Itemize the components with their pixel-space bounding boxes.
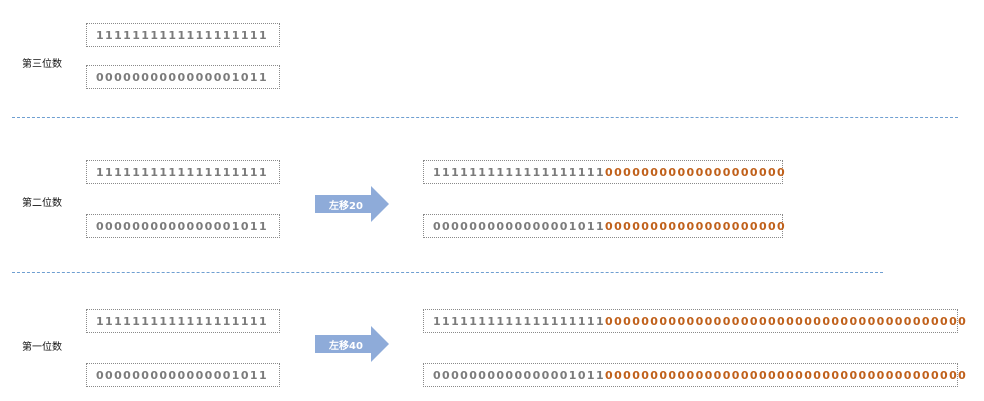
bit-string-base: 0000000000000001011 xyxy=(433,219,606,233)
shift-arrow-20: 左移20 xyxy=(315,186,389,222)
bit-string-shifted-zeros: 00000000000000000000 xyxy=(605,219,787,233)
bit-string-base: 1111111111111111111 xyxy=(433,314,606,328)
section-divider-2 xyxy=(12,272,883,273)
section-label-third: 第三位数 xyxy=(22,59,62,70)
bit-box-first-row2: 0000000000000001011 xyxy=(86,363,280,387)
right-arrow-icon xyxy=(315,326,389,362)
shift-arrow-label: 左移40 xyxy=(329,340,363,352)
bit-box-second-row2: 0000000000000001011 xyxy=(86,214,280,238)
bit-string: 1111111111111111111 xyxy=(96,28,269,42)
bit-box-third-row1: 1111111111111111111 xyxy=(86,23,280,47)
bit-string-shifted-zeros: 00000000000000000000 xyxy=(605,165,787,179)
section-label-second: 第二位数 xyxy=(22,198,62,209)
bit-string-base: 1111111111111111111 xyxy=(433,165,606,179)
right-arrow-icon xyxy=(315,186,389,222)
bit-string: 0000000000000001011 xyxy=(96,368,269,382)
bit-box-first-row1: 1111111111111111111 xyxy=(86,309,280,333)
shift-arrow-label: 左移20 xyxy=(329,200,363,212)
bit-string-shifted-zeros: 0000000000000000000000000000000000000000 xyxy=(605,314,968,328)
section-divider-1 xyxy=(12,117,958,118)
bit-string: 0000000000000001011 xyxy=(96,219,269,233)
bit-string: 0000000000000001011 xyxy=(96,70,269,84)
shift-arrow-40: 左移40 xyxy=(315,326,389,362)
bit-string-base: 0000000000000001011 xyxy=(433,368,606,382)
bit-string-shifted-zeros: 0000000000000000000000000000000000000000 xyxy=(605,368,968,382)
bit-string: 1111111111111111111 xyxy=(96,165,269,179)
bit-box-third-row2: 0000000000000001011 xyxy=(86,65,280,89)
bit-box-second-row1: 1111111111111111111 xyxy=(86,160,280,184)
bit-string: 1111111111111111111 xyxy=(96,314,269,328)
section-label-first: 第一位数 xyxy=(22,342,62,353)
